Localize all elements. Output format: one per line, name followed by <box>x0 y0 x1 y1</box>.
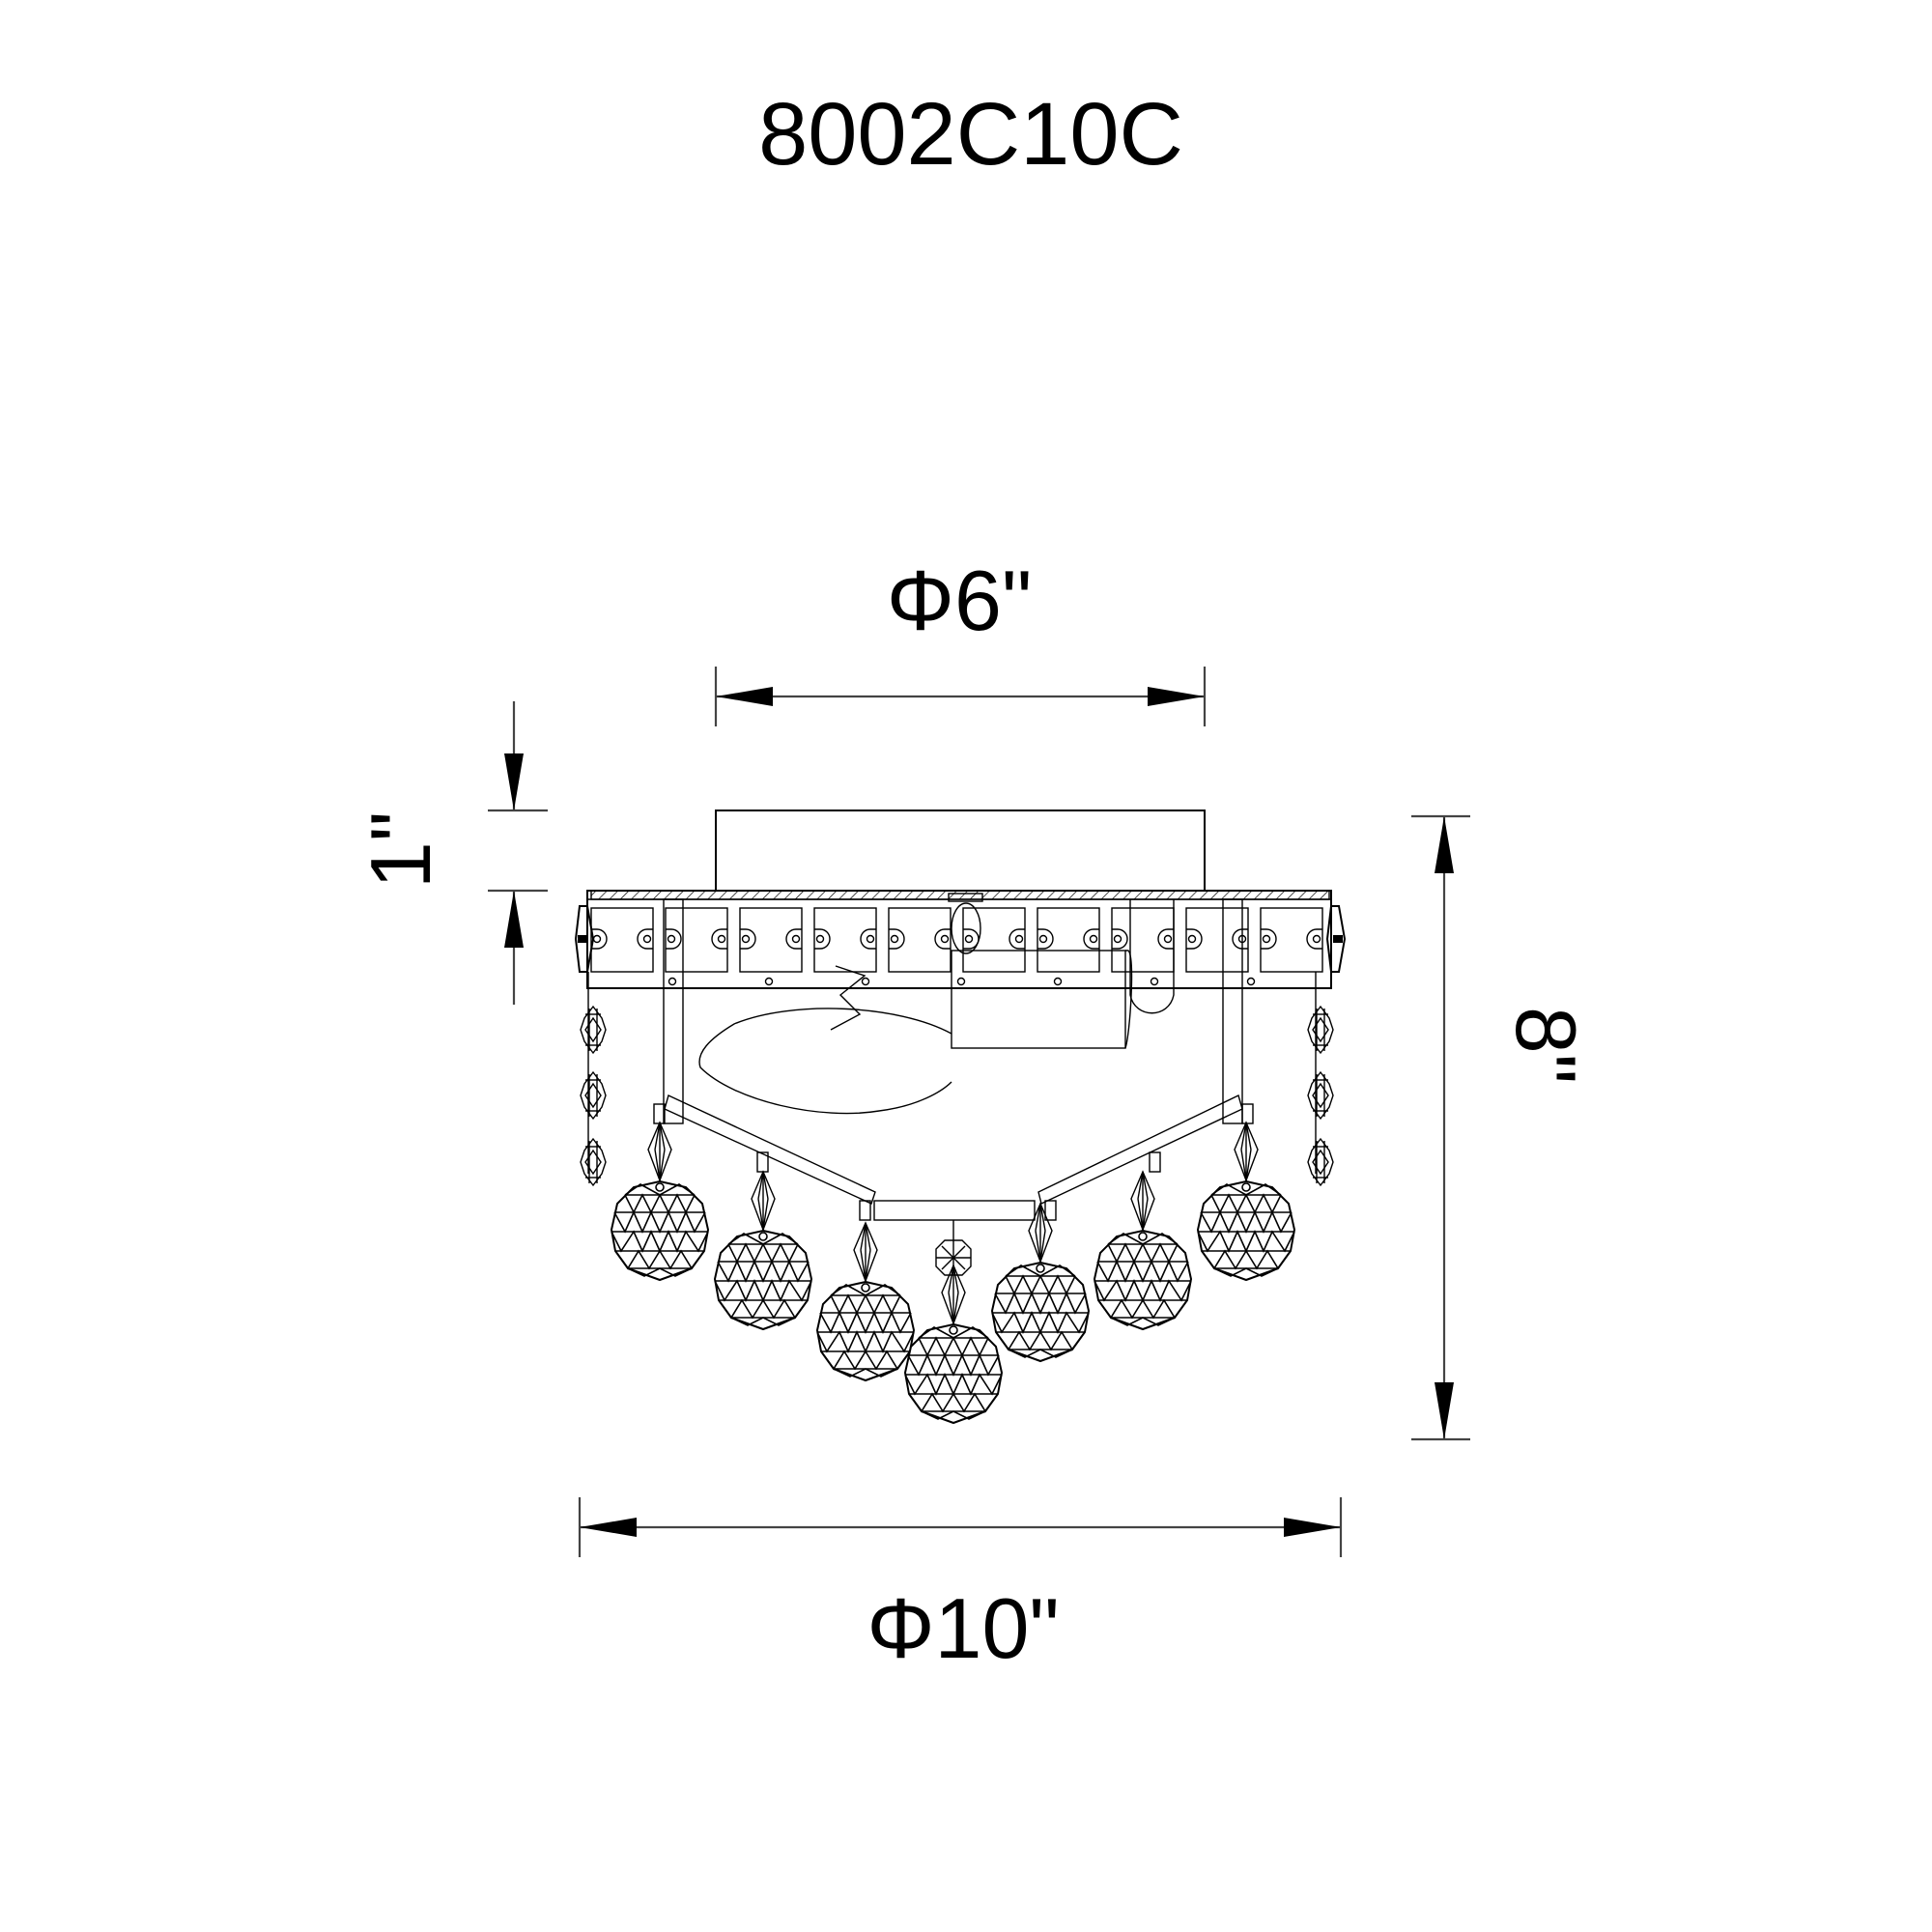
crystal-band <box>574 890 1347 989</box>
arrow-left-icon <box>716 687 773 706</box>
right-crystal-strand <box>1307 972 1334 1186</box>
fixture-illustration <box>574 810 1347 1424</box>
bulb-outline <box>698 893 1175 1115</box>
crystal-ball-6 <box>1094 1230 1192 1330</box>
center-octagon-crystal <box>935 1220 972 1276</box>
canopy-height-label: 1" <box>353 811 448 889</box>
end-crystal-left <box>574 905 595 973</box>
left-support-rod <box>663 898 684 1124</box>
overall-diameter-dimension: Φ10" <box>578 1497 1343 1676</box>
crystal-ball-1 <box>611 1180 709 1281</box>
arrow-up-icon <box>1435 816 1454 873</box>
arrow-right-icon <box>1148 687 1205 706</box>
overall-height-dimension: 8" <box>1411 814 1594 1441</box>
crystal-ball-7 <box>1197 1180 1295 1281</box>
arrow-down-icon <box>504 753 524 810</box>
left-crystal-strand <box>580 972 607 1186</box>
model-number-title: 8002C10C <box>758 85 1183 184</box>
crystal-ball-3 <box>816 1281 915 1381</box>
overall-height-label: 8" <box>1498 1007 1594 1084</box>
overall-diameter-label: Φ10" <box>867 1580 1059 1676</box>
canopy-diameter-dimension: Φ6" <box>714 553 1207 726</box>
canopy-diameter-label: Φ6" <box>887 553 1032 648</box>
canopy-height-dimension: 1" <box>353 701 548 1005</box>
arrow-down-icon <box>1435 1382 1454 1439</box>
crystal-ball-4 <box>904 1323 1003 1424</box>
crystal-ball-2 <box>714 1230 812 1330</box>
canopy <box>715 810 1206 892</box>
arrow-right-icon <box>1284 1518 1341 1537</box>
arrow-up-icon <box>504 891 524 948</box>
pendant-arm <box>653 1094 1254 1221</box>
arrow-left-icon <box>580 1518 637 1537</box>
right-support-rod <box>1222 898 1243 1124</box>
crystal-ball-5 <box>991 1262 1090 1362</box>
end-crystal-right <box>1325 905 1347 973</box>
